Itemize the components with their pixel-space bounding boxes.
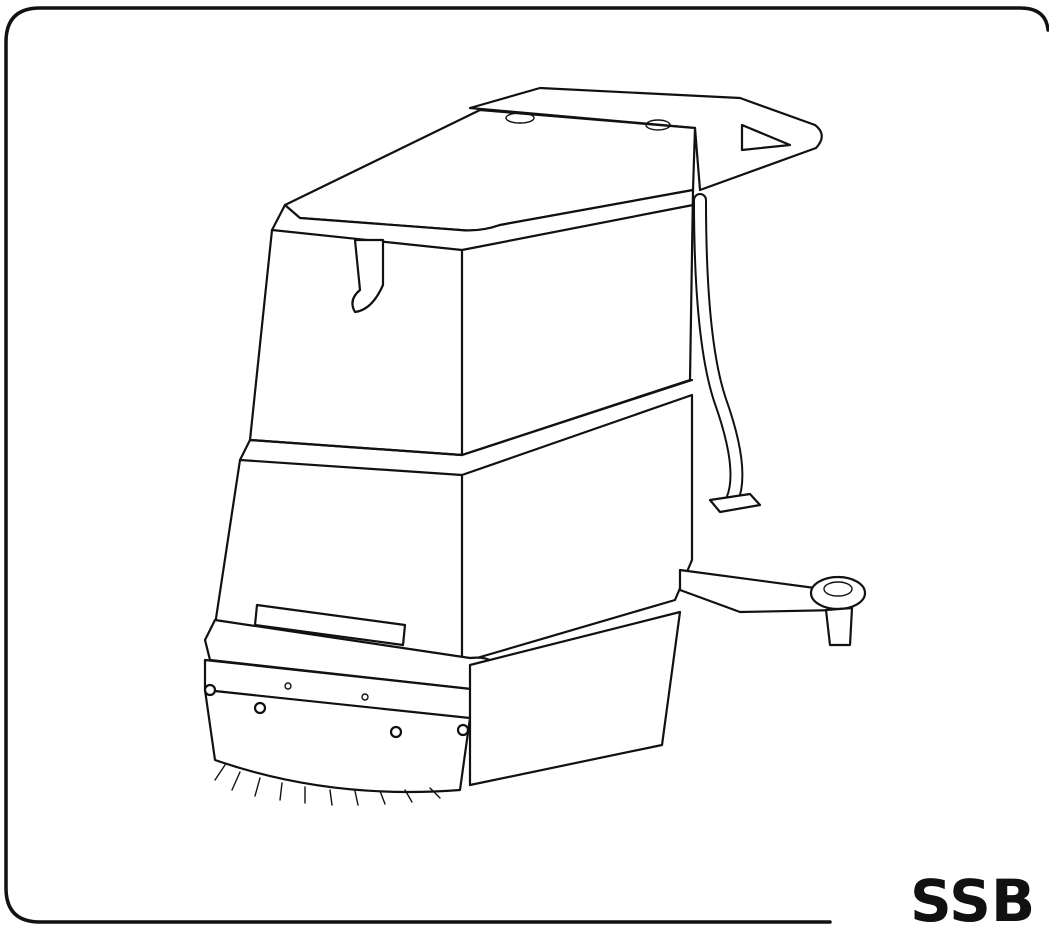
floor-scrubber-drawing-icon (203, 86, 867, 806)
frame-border (4, 6, 1049, 924)
model-label: SSB 4 (910, 867, 1049, 935)
